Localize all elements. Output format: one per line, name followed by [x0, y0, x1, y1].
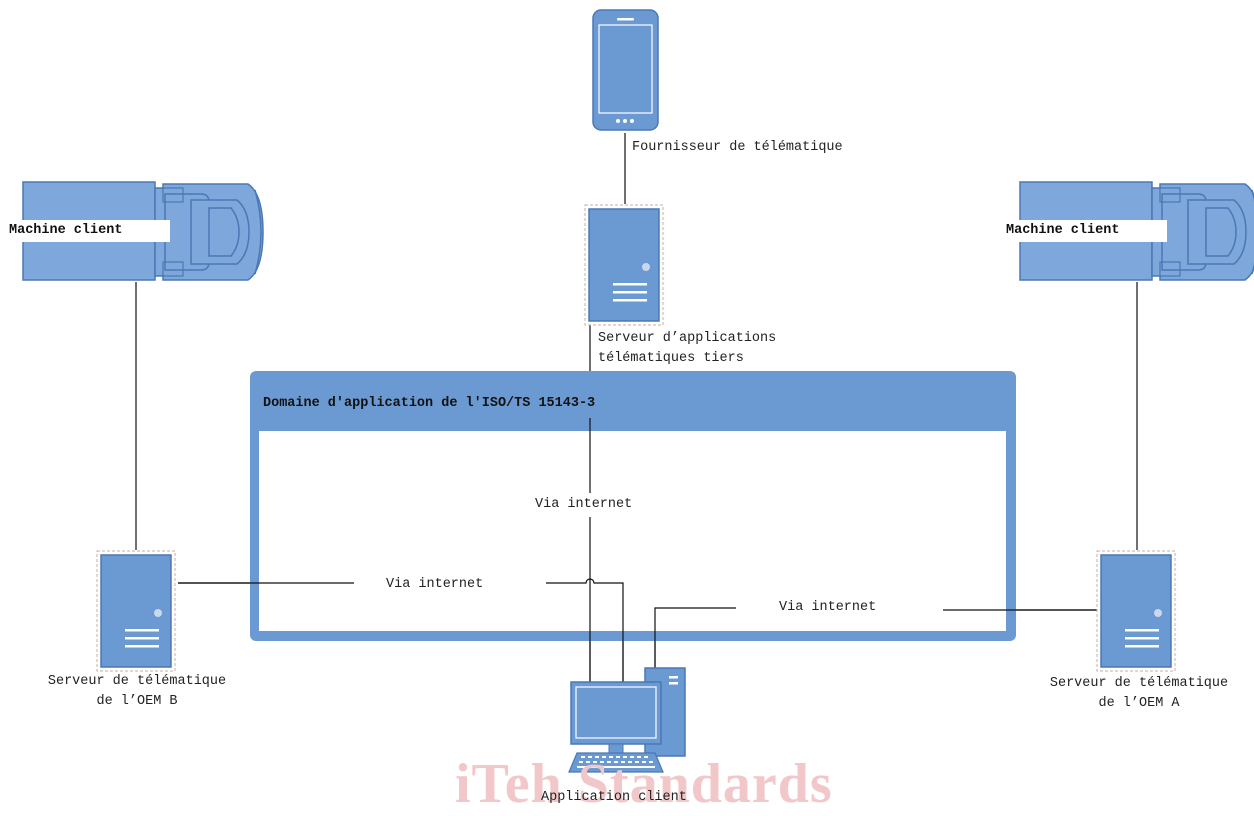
third-party-server-label-line1: Serveur d’applications — [598, 331, 777, 346]
oem-b-server-icon — [96, 550, 176, 672]
link-right-label: Via internet — [773, 597, 883, 619]
oem-a-server-label-line2: de l’OEM A — [1098, 696, 1180, 711]
oem-a-server-label-line1: Serveur de télématique — [1049, 676, 1229, 691]
watermark: iTeh Standards — [455, 753, 833, 815]
left-machine-label: Machine client — [3, 220, 170, 242]
oem-b-server-label-line1: Serveur de télématique — [47, 674, 227, 689]
oem-b-server-label-line2: de l’OEM B — [96, 694, 178, 709]
link-left-label: Via internet — [380, 574, 490, 596]
client-app-label: Application client — [541, 790, 687, 805]
domain-title: Domaine d'application de l'ISO/TS 15143-… — [263, 396, 596, 411]
oem-a-server-icon — [1096, 550, 1176, 672]
telematics-provider-label: Fournisseur de télématique — [632, 140, 843, 155]
third-party-server-label-line2: télématiques tiers — [598, 351, 744, 366]
smartphone-icon — [592, 9, 659, 131]
third-party-server-icon — [584, 204, 664, 326]
desktop-computer-icon — [568, 667, 686, 773]
right-machine-label: Machine client — [1000, 220, 1167, 242]
link-center-label: Via internet — [529, 494, 639, 516]
